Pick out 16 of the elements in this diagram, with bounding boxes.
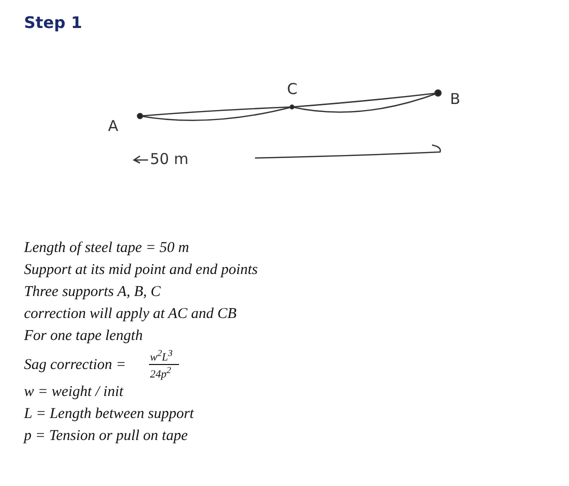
- text-line: correction will apply at AC and CB: [24, 306, 236, 323]
- text-line: Three supports A, B, C: [24, 284, 161, 301]
- text-line: w = weight / init: [24, 384, 124, 401]
- text-line: Length of steel tape = 50 m: [24, 240, 190, 257]
- formula-numerator: w$^{2}$L$^{3}$: [150, 348, 173, 364]
- text-line: p = Tension or pull on tape: [24, 428, 188, 445]
- text-line: Support at its mid point and end points: [24, 262, 258, 279]
- text-line: Sag correction =: [24, 357, 126, 374]
- formula-denominator: 24p$^{2}$: [150, 365, 172, 381]
- point-label: C: [287, 80, 298, 98]
- text-line: For one tape length: [24, 328, 143, 345]
- point-label: A: [108, 117, 118, 135]
- point-label: B: [450, 90, 460, 108]
- title: Step 1: [24, 13, 82, 32]
- text-line: L = Length between support: [24, 406, 194, 423]
- dimension-label: 50 m: [150, 150, 188, 168]
